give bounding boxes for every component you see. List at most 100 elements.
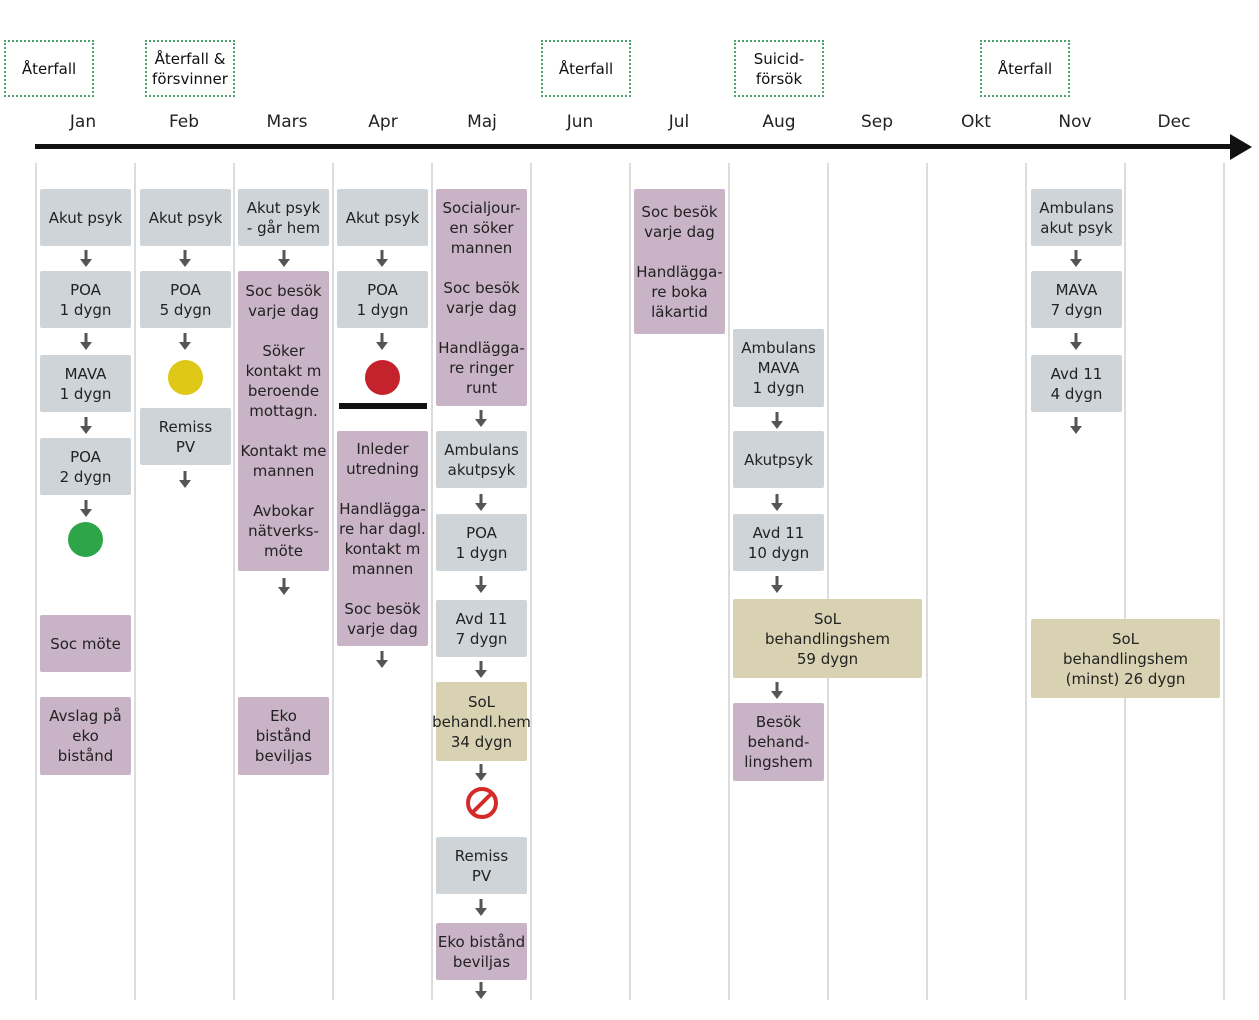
event-nov: Återfall — [980, 40, 1070, 97]
column-line — [629, 163, 631, 1000]
down-arrow-icon — [278, 250, 290, 267]
box-text: Eko bistånd beviljas — [254, 707, 313, 765]
box-paragraph: Inleder utredning — [346, 439, 419, 478]
box-feb-2: Remiss PV — [140, 408, 231, 465]
box-text: MAVA 7 dygn — [1050, 280, 1103, 319]
box-aug-1: Akutpsyk — [733, 431, 824, 488]
box-text: POA 1 dygn — [59, 280, 112, 319]
column-line — [827, 163, 829, 1000]
box-paragraph: Soc besök varje dag — [245, 282, 322, 320]
box-text: Akut psyk - går hem — [246, 198, 321, 237]
box-nov-1: MAVA 7 dygn — [1031, 271, 1122, 328]
box-paragraph: Soc besök varje dag — [641, 202, 718, 241]
box-nov-0: Ambulans akut psyk — [1031, 189, 1122, 246]
down-arrow-icon — [80, 250, 92, 267]
box-text: POA 5 dygn — [159, 280, 212, 319]
month-label: Dec — [1157, 112, 1191, 132]
box-jan-0: Akut psyk — [40, 189, 131, 246]
down-arrow-icon — [80, 500, 92, 517]
down-arrow-icon — [771, 682, 783, 699]
box-maj-4: SoL behandl.hem 34 dygn — [432, 682, 531, 761]
column-line — [530, 163, 532, 1000]
down-arrow-icon — [80, 333, 92, 350]
box-text: SoL behandlingshem 59 dygn — [764, 609, 890, 668]
box-text: Akut psyk — [345, 208, 420, 227]
box-apr-0: Akut psyk — [337, 189, 428, 246]
month-label: Apr — [368, 112, 398, 132]
column-line — [134, 163, 136, 1000]
box-jan-4: Soc möte — [40, 615, 131, 672]
green-dot-icon — [68, 522, 103, 557]
month-label: Nov — [1058, 112, 1092, 132]
down-arrow-icon — [771, 576, 783, 593]
box-mar-0: Akut psyk - går hem — [238, 189, 329, 246]
box-text: Besök behand- lingshem — [744, 713, 813, 771]
box-maj-6: Eko bistånd beviljas — [436, 923, 527, 980]
red-dot-icon — [365, 360, 400, 395]
month-label: Jul — [668, 112, 690, 132]
box-aug-2: Avd 11 10 dygn — [733, 514, 824, 571]
box-text: Remiss PV — [454, 846, 509, 885]
month-label: Feb — [168, 112, 200, 132]
box-aug-4: Besök behand- lingshem — [733, 703, 824, 781]
box-text: Ambulans MAVA 1 dygn — [741, 339, 816, 397]
box-text: Avd 11 10 dygn — [747, 523, 810, 562]
box-aug-0: Ambulans MAVA 1 dygn — [733, 329, 824, 407]
column-line — [332, 163, 334, 1000]
month-label: Mars — [266, 112, 308, 132]
box-jan-3: POA 2 dygn — [40, 438, 131, 495]
stop-bar — [339, 403, 427, 409]
down-arrow-icon — [376, 250, 388, 267]
box-jan-1: POA 1 dygn — [40, 271, 131, 328]
timeline-axis — [35, 144, 1235, 149]
down-arrow-icon — [376, 333, 388, 350]
column-line — [1124, 163, 1126, 1000]
box-maj-2: POA 1 dygn — [436, 514, 527, 571]
box-text: Remiss PV — [158, 417, 213, 456]
down-arrow-icon — [475, 494, 487, 511]
box-aug-3: SoL behandlingshem 59 dygn — [733, 599, 922, 678]
box-paragraph: Handlägga- re ringer runt — [438, 338, 525, 397]
box-text: Avd 11 7 dygn — [455, 609, 508, 648]
box-paragraph: Soc besök varje dag — [344, 599, 421, 638]
column-line — [35, 163, 37, 1000]
down-arrow-icon — [475, 982, 487, 999]
down-arrow-icon — [1070, 417, 1082, 434]
box-paragraph: Handlägga- re boka läkartid — [636, 262, 723, 321]
down-arrow-icon — [179, 333, 191, 350]
box-text: MAVA 1 dygn — [59, 364, 112, 403]
down-arrow-icon — [771, 494, 783, 511]
box-text: Soc möte — [50, 634, 121, 653]
column-line — [1025, 163, 1027, 1000]
column-line — [431, 163, 433, 1000]
down-arrow-icon — [179, 250, 191, 267]
box-feb-0: Akut psyk — [140, 189, 231, 246]
event-aug: Suicid- försök — [734, 40, 824, 97]
box-maj-1: Ambulans akutpsyk — [436, 431, 527, 488]
month-label: Jan — [69, 112, 97, 132]
box-paragraph: Kontakt me mannen — [240, 442, 327, 480]
box-text: Avd 11 4 dygn — [1050, 364, 1103, 403]
down-arrow-icon — [771, 412, 783, 429]
month-label: Aug — [762, 112, 796, 132]
box-maj-5: Remiss PV — [436, 837, 527, 894]
box-text: Ambulans akutpsyk — [444, 440, 519, 479]
box-paragraph: Söker kontakt m beroende mottagn. — [245, 342, 322, 420]
box-text: Avslag på eko bistånd — [49, 707, 122, 765]
box-paragraph: Socialjour- en söker mannen — [442, 198, 521, 257]
box-text: Ambulans akut psyk — [1039, 198, 1114, 237]
month-label: Sep — [860, 112, 894, 132]
box-text: POA 1 dygn — [356, 280, 409, 319]
column-line — [1223, 163, 1225, 1000]
box-nov-2: Avd 11 4 dygn — [1031, 355, 1122, 412]
down-arrow-icon — [475, 764, 487, 781]
box-feb-1: POA 5 dygn — [140, 271, 231, 328]
event-feb: Återfall & försvinner — [145, 40, 235, 97]
yellow-dot-icon — [168, 360, 203, 395]
down-arrow-icon — [376, 651, 388, 668]
box-maj-3: Avd 11 7 dygn — [436, 600, 527, 657]
box-text: Akutpsyk — [744, 450, 813, 469]
